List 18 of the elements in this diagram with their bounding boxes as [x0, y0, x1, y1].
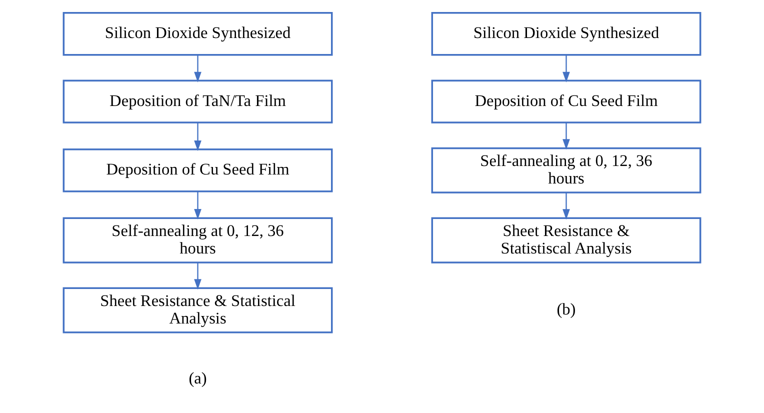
arrow — [194, 262, 202, 290]
node-box: Deposition of Cu Seed Film — [62, 148, 333, 192]
arrow — [562, 122, 570, 150]
arrow — [194, 55, 202, 82]
label: (b) — [556, 300, 576, 319]
node-box: Silicon Dioxide Synthesized — [62, 12, 333, 56]
node-box: Sheet Resistance & Statistiscal Analysis — [431, 217, 702, 264]
label: (a) — [188, 368, 207, 388]
node-box: Self-annealing at 0, 12, 36 hours — [431, 147, 702, 194]
arrow — [562, 55, 570, 82]
node-box: Silicon Dioxide Synthesized — [431, 12, 702, 56]
arrow — [194, 122, 202, 152]
node-box: Deposition of TaN/Ta Film — [62, 80, 333, 124]
node-box: Sheet Resistance & Statistical Analysis — [62, 287, 333, 334]
node-box: Self-annealing at 0, 12, 36 hours — [62, 217, 333, 264]
node-box: Deposition of Cu Seed Film — [431, 80, 702, 124]
arrow — [194, 191, 202, 220]
arrow — [562, 192, 570, 220]
